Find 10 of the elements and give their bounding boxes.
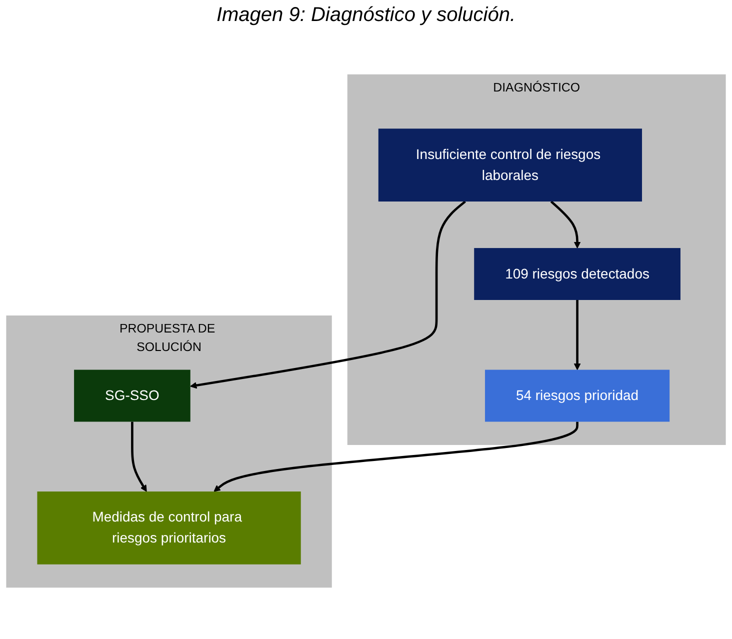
arrow — [550, 200, 581, 248]
arrow — [574, 300, 581, 370]
arrow — [190, 200, 466, 389]
arrow — [131, 422, 147, 492]
node-box: SG-SSO — [74, 370, 190, 422]
diagram-title: Imagen 9: Diagnóstico y solución. — [215, 4, 517, 27]
node-box: 109 riesgos detectados — [474, 248, 680, 300]
node-box: Insuficiente control de riesgos laborales — [378, 128, 642, 202]
node-box: Medidas de control para riesgos prioritarios — [37, 492, 301, 564]
node-box: 54 riesgos prioridad — [484, 370, 670, 422]
